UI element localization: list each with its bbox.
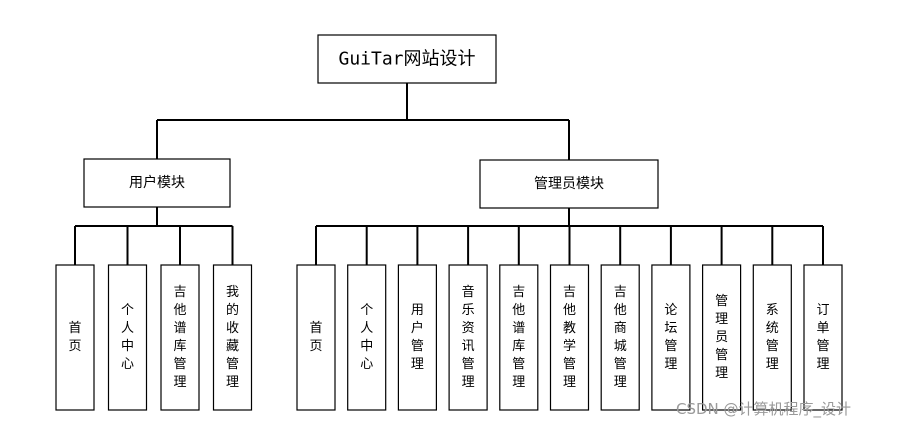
leaf-label: 论坛管理	[664, 303, 677, 372]
leaf-box	[397, 264, 437, 411]
module-1-label: 管理员模块	[534, 176, 604, 192]
leaf-label: 用户管理	[411, 303, 424, 372]
leaf-box	[160, 264, 200, 411]
leaf-box	[296, 264, 336, 411]
leaf-label: 音乐资讯管理	[462, 284, 475, 390]
leaf-label: 吉他谱库管理	[173, 285, 186, 390]
leaf-label: 吉他教学管理	[563, 285, 576, 390]
leaf-box	[701, 264, 742, 411]
leaf-label: 个人中心	[121, 303, 134, 372]
leaf-box	[651, 264, 691, 411]
leaf-box	[549, 264, 590, 411]
leaf-box	[55, 264, 95, 411]
leaf-box	[752, 264, 792, 411]
connector-lines	[74, 83, 824, 265]
watermark: CSDN @计算机程序_设计	[676, 400, 851, 419]
leaf-box	[499, 264, 539, 411]
leaf-box	[448, 264, 488, 411]
leaf-label: 首页	[309, 321, 322, 354]
leaf-label: 首页	[68, 321, 81, 354]
leaf-box	[212, 264, 253, 411]
leaf-box	[347, 264, 387, 411]
leaf-label: 吉他商城管理	[614, 285, 627, 390]
leaf-label: 个人中心	[360, 303, 373, 372]
leaf-label: 我的收藏管理	[226, 285, 239, 390]
module-0-label: 用户模块	[129, 174, 185, 191]
module-1-box	[479, 159, 659, 209]
leaf-box	[600, 264, 640, 411]
leaf-label: 吉他谱库管理	[512, 285, 525, 390]
leaf-box	[803, 264, 843, 411]
leaf-label: 管理员管理	[715, 294, 728, 381]
root-label: GuiTar网站设计	[338, 49, 475, 70]
leaf-label: 系统管理	[766, 303, 779, 372]
root-box	[317, 34, 497, 84]
leaf-box	[107, 264, 148, 411]
module-0-box	[83, 158, 231, 208]
leaf-label: 订单管理	[816, 303, 829, 372]
